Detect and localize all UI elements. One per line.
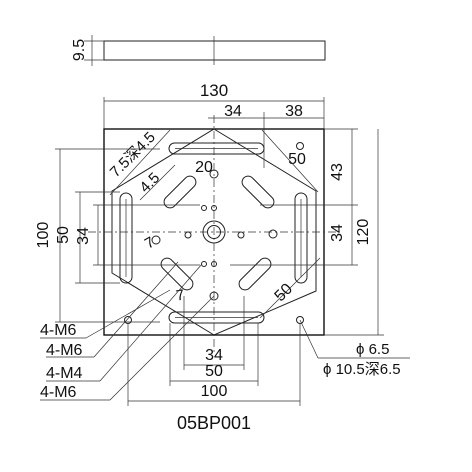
svg-text:34: 34	[329, 224, 346, 242]
dim-slot-depth: 7.5深4.5 4.5	[107, 129, 176, 201]
callout-hole-small: ϕ 6.5	[356, 341, 389, 358]
thickness-label: 9.5	[71, 39, 88, 61]
svg-text:20: 20	[195, 159, 213, 176]
holes	[124, 142, 304, 324]
svg-text:50: 50	[205, 363, 223, 380]
svg-text:130: 130	[200, 81, 228, 100]
callout-hole-cbore: ϕ 10.5深6.5	[323, 361, 401, 378]
svg-text:100: 100	[201, 383, 228, 400]
svg-text:120: 120	[355, 219, 372, 246]
dim-left: 100 50 34	[35, 148, 200, 323]
callout-leaders	[40, 261, 215, 401]
side-view: 9.5	[71, 35, 326, 66]
diagonal-slots	[160, 175, 275, 291]
dim-bottom: 34 50 100	[127, 296, 301, 406]
callout-m6-c: 4-M6	[40, 384, 77, 401]
callout-m6-b: 4-M6	[46, 342, 83, 359]
dim-overall-width: 130	[103, 81, 325, 129]
dim-top-34-38: 34 38	[208, 103, 324, 168]
part-number: 05BP001	[177, 413, 251, 433]
svg-text:38: 38	[285, 103, 303, 120]
dim-right: 43 34 120	[230, 128, 384, 336]
svg-text:50: 50	[288, 151, 306, 168]
dim-top-20-50: 20 50	[195, 129, 319, 193]
svg-text:34: 34	[224, 103, 242, 120]
svg-text:34: 34	[205, 347, 223, 364]
callout-labels-left: 4-M6 4-M6 4-M4 4-M6	[40, 322, 83, 401]
callout-m4: 4-M4	[46, 365, 83, 382]
vertical-slots	[119, 192, 308, 284]
dim-diagonal-50: 50	[259, 257, 321, 319]
callouts-right: ϕ 6.5 ϕ 10.5深6.5	[299, 319, 410, 378]
center-lines	[88, 115, 340, 355]
svg-text:7: 7	[175, 286, 186, 304]
svg-text:34: 34	[75, 227, 92, 245]
svg-text:50: 50	[55, 226, 72, 244]
svg-text:100: 100	[35, 222, 52, 249]
svg-text:43: 43	[329, 163, 346, 181]
callout-m6-a: 4-M6	[40, 322, 77, 339]
